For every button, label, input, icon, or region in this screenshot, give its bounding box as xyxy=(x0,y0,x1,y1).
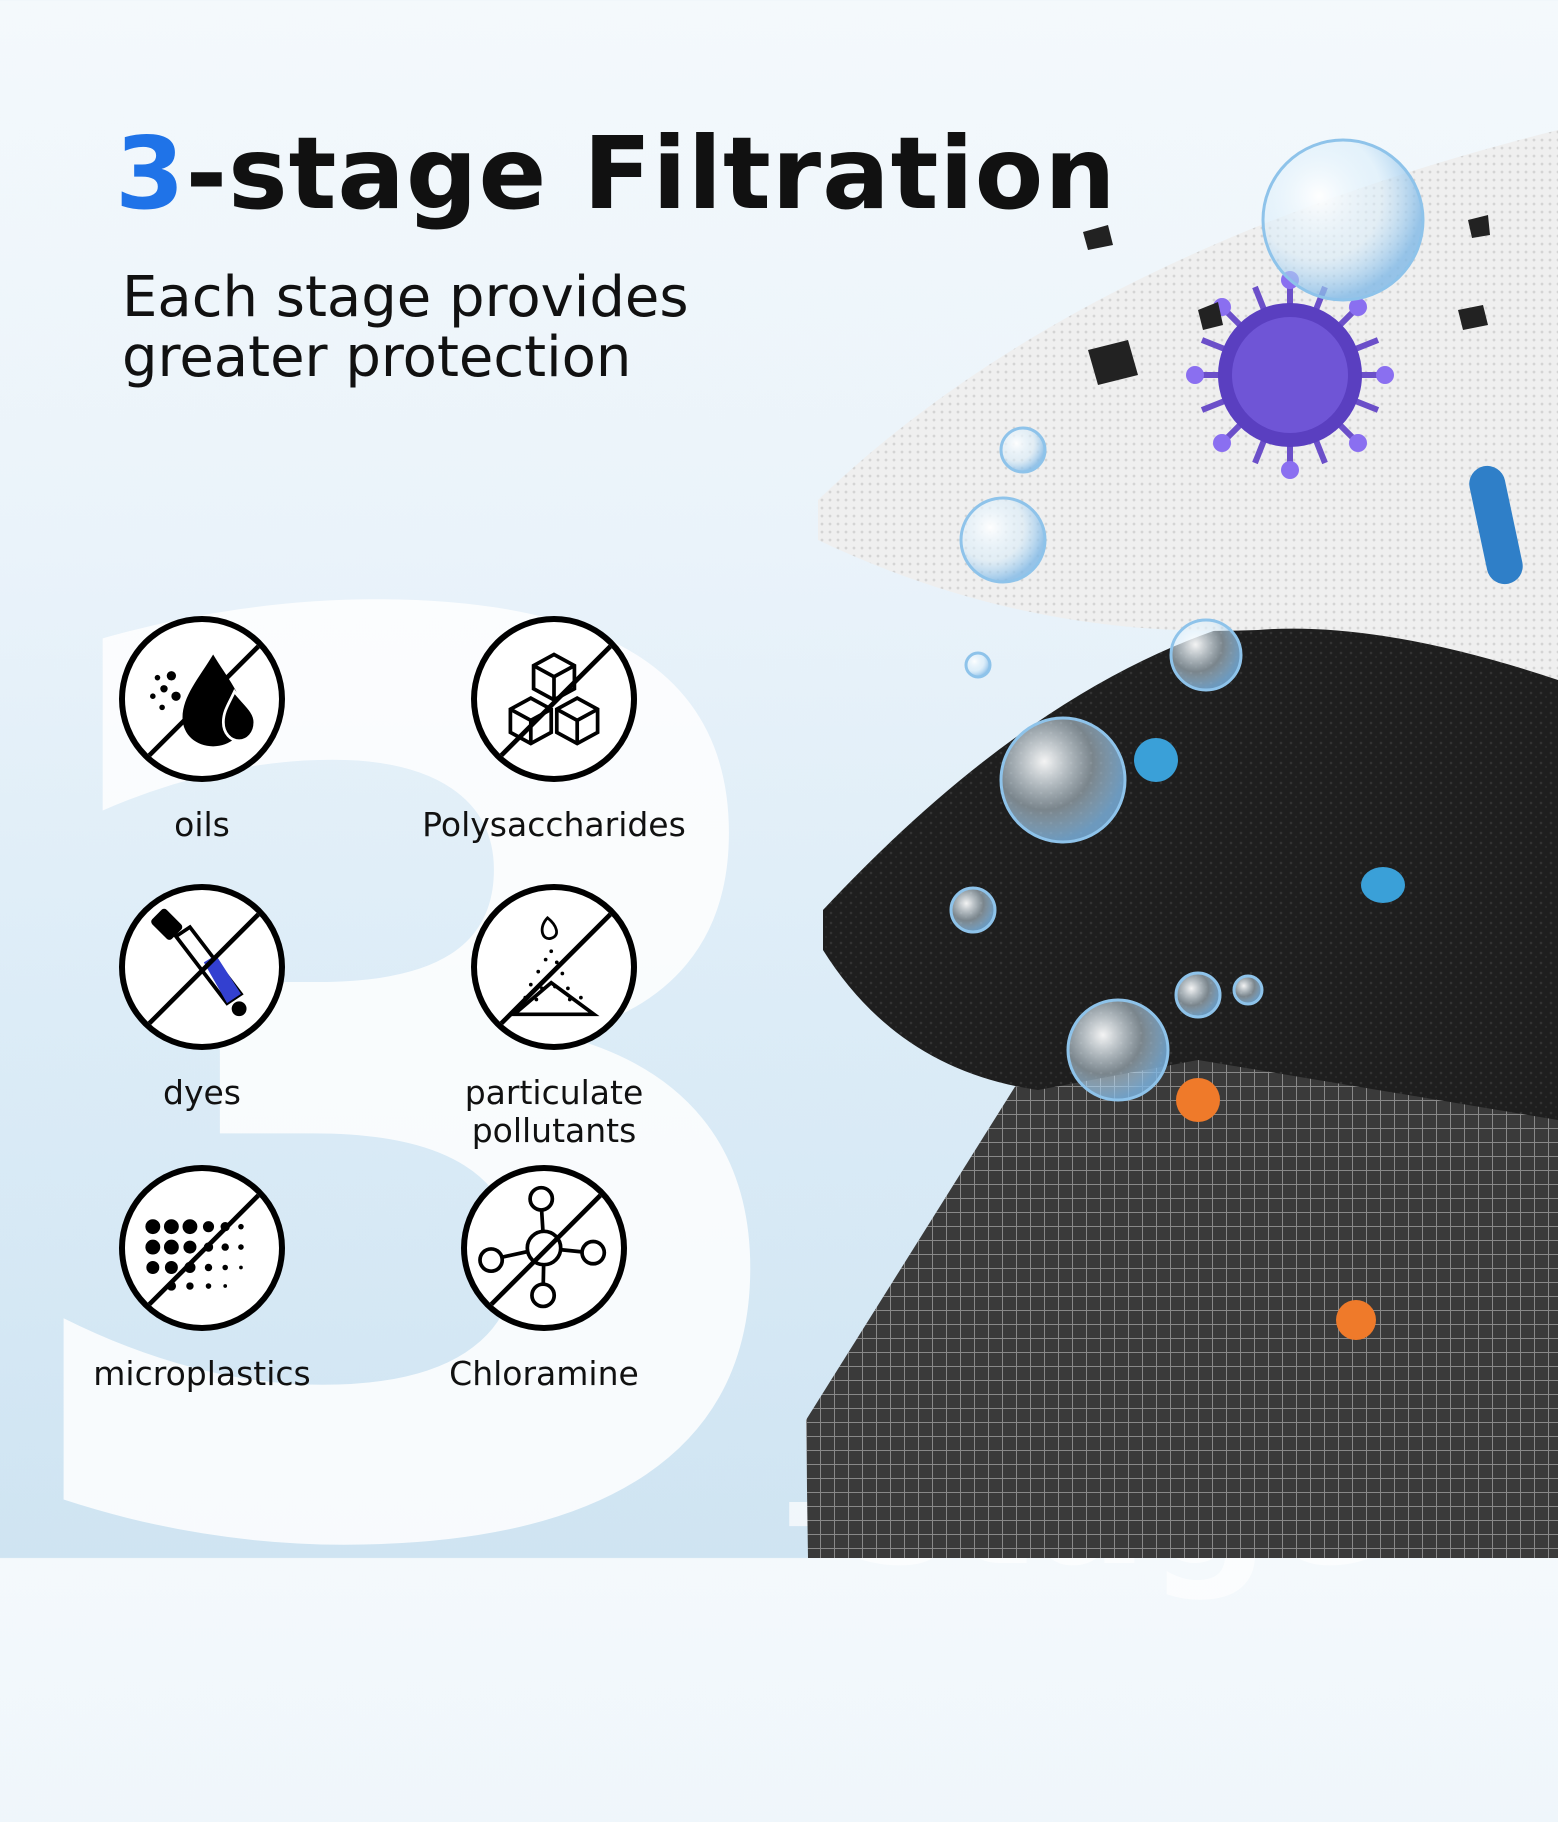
contaminant-item-microplastics: microplastics xyxy=(52,1165,352,1393)
bacterium-icon xyxy=(1469,465,1523,585)
contaminant-label: Polysaccharides xyxy=(422,805,686,844)
contaminant-particles xyxy=(1176,1078,1376,1340)
contaminant-item-chloramine: Chloramine xyxy=(394,1165,694,1393)
water-bubbles xyxy=(949,138,1425,1102)
mesh-filter-layer xyxy=(806,1000,1558,1558)
particles xyxy=(1083,215,1490,385)
virus-icon xyxy=(1186,271,1394,479)
carbon-filter-layer xyxy=(823,590,1558,1120)
title-accent: 3 xyxy=(115,115,186,232)
oil-drop-icon xyxy=(119,616,285,782)
page-title: 3-stage Filtration xyxy=(115,115,1117,232)
molecule-icon xyxy=(461,1165,627,1331)
title-rest: -stage Filtration xyxy=(185,115,1117,232)
contaminant-item-polysaccharides: Polysaccharides xyxy=(404,616,704,844)
contaminant-label: Chloramine xyxy=(449,1354,639,1393)
dots-icon xyxy=(119,1165,285,1331)
contaminant-label: particulate pollutants xyxy=(464,1073,644,1150)
page-subtitle: Each stage provides greater protection xyxy=(122,265,689,390)
contaminant-label: oils xyxy=(174,805,230,844)
filter-layers-illustration xyxy=(806,130,1558,1558)
dropper-icon xyxy=(119,884,285,1050)
contaminant-label: dyes xyxy=(163,1073,241,1112)
powder-pile-icon xyxy=(471,884,637,1050)
contaminant-item-particulate: particulate pollutants xyxy=(404,884,704,1150)
contaminant-item-dyes: dyes xyxy=(52,884,352,1112)
cubes-icon xyxy=(471,616,637,782)
contaminant-label: microplastics xyxy=(93,1354,311,1393)
contaminant-item-oils: oils xyxy=(52,616,352,844)
product-banner: 3 -stage xyxy=(52,115,1558,1558)
